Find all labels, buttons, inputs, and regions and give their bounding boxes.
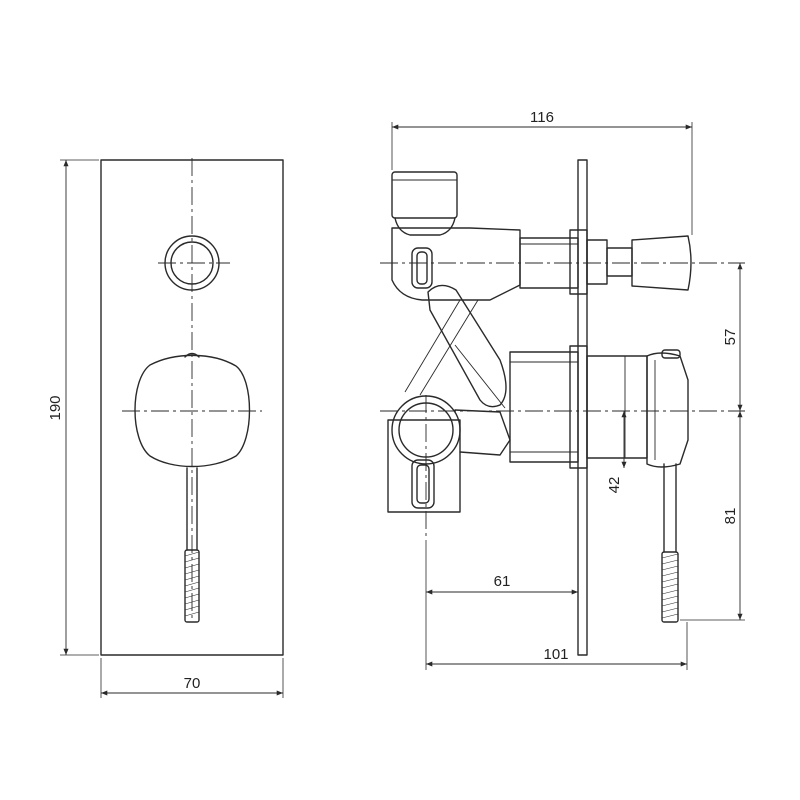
wall-plate <box>577 159 588 656</box>
diverter-knob <box>158 235 230 291</box>
dim-label-190: 190 <box>47 395 64 420</box>
dimension-42: 42 <box>606 411 627 494</box>
connector-arm <box>404 284 507 409</box>
dimension-57: 57 <box>722 263 743 411</box>
dim-label-57: 57 <box>722 329 739 346</box>
dim-label-70: 70 <box>184 675 201 692</box>
front-view: 190 70 <box>47 158 284 698</box>
side-knurled-grip <box>661 551 679 623</box>
dim-label-116: 116 <box>530 109 554 126</box>
lower-mixer-body <box>380 345 745 623</box>
dim-label-61: 61 <box>494 573 511 590</box>
dim-label-42: 42 <box>606 477 623 494</box>
dimension-70: 70 <box>100 658 284 698</box>
dimension-190: 190 <box>47 159 99 656</box>
dimension-116: 116 <box>391 109 693 235</box>
dim-label-81: 81 <box>722 508 739 525</box>
dimension-61: 61 <box>425 540 578 670</box>
dimension-81: 81 <box>680 411 745 621</box>
dimension-101: 101 <box>426 622 688 670</box>
dim-label-101: 101 <box>543 646 568 663</box>
lower-outlet <box>387 395 511 540</box>
side-view: 116 57 42 81 61 101 <box>380 109 745 670</box>
mixer-lever <box>122 352 262 623</box>
upper-cartridge <box>380 171 745 301</box>
